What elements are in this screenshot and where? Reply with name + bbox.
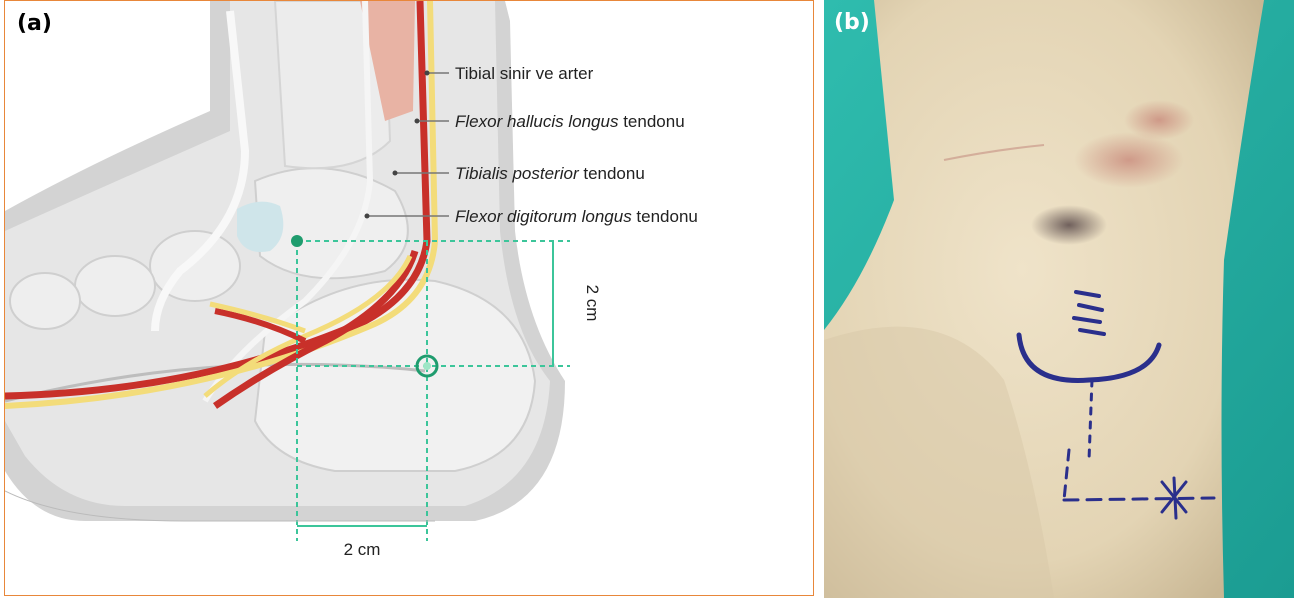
metatarsal-bone: [10, 273, 80, 329]
measure-vertical-label: 2 cm: [583, 285, 602, 322]
cuneiform-bone: [75, 256, 155, 316]
photo-panel: (b): [824, 0, 1294, 598]
annotation-italic: Flexor hallucis longus: [455, 112, 619, 131]
panel-label-a: (a): [17, 11, 52, 36]
bruise-mark: [1031, 205, 1107, 245]
annotation-tibial-nerve: Tibial sinir ve arter: [455, 64, 594, 83]
ankle-photo: [824, 0, 1294, 598]
leader-dot: [415, 119, 420, 124]
annotation-fhl: Flexor hallucis longus tendonu: [455, 112, 685, 131]
leader-dot: [393, 171, 398, 176]
leader-dot: [365, 214, 370, 219]
red-mark: [1124, 100, 1194, 140]
leader-dot: [425, 71, 430, 76]
annotation-tp: Tibialis posterior tendonu: [455, 164, 645, 183]
annotation-normal: Tibial sinir ve arter: [455, 64, 594, 83]
red-mark: [1074, 132, 1184, 188]
sustentaculum: [237, 202, 283, 252]
origin-point: [291, 235, 303, 247]
diagram-panel: Tibial sinir ve arter Flexor hallucis lo…: [4, 0, 814, 596]
target-dot: [423, 362, 431, 370]
annotation-fdl: Flexor digitorum longus tendonu: [455, 207, 698, 226]
measure-horizontal-label: 2 cm: [344, 540, 381, 559]
panel-label-b: (b): [834, 10, 870, 35]
annotation-italic: Flexor digitorum longus: [455, 207, 632, 226]
annotation-italic: Tibialis posterior: [455, 164, 580, 183]
ankle-diagram: Tibial sinir ve arter Flexor hallucis lo…: [5, 1, 814, 596]
annotation-normal: tendonu: [618, 112, 684, 131]
annotation-normal: tendonu: [579, 164, 645, 183]
annotation-normal: tendonu: [632, 207, 698, 226]
